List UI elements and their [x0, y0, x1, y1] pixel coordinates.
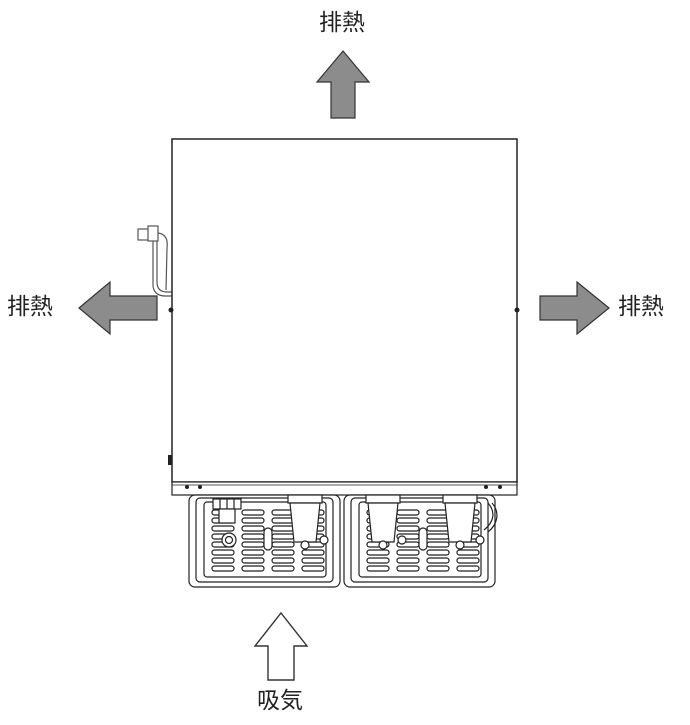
- exhaust-label-left: 排熱: [7, 294, 53, 320]
- grille-slot: [396, 549, 420, 556]
- grille-slot: [301, 549, 325, 556]
- grille-slot: [396, 557, 420, 564]
- grille-slot: [426, 565, 450, 572]
- grille-slot: [241, 549, 265, 556]
- grille-slot: [241, 525, 265, 532]
- power-cord: [137, 225, 172, 297]
- grille-slot: [211, 557, 235, 564]
- grille-slot: [366, 549, 390, 556]
- grille-slot: [426, 549, 450, 556]
- grille-slot: [426, 557, 450, 564]
- exhaust-arrow-left: [78, 280, 158, 336]
- drain-knob: [212, 498, 242, 548]
- grille-slot: [396, 517, 420, 524]
- exhaust-label-top: 排熱: [319, 10, 365, 36]
- grille-slot: [241, 565, 265, 572]
- grille-slot: [271, 557, 295, 564]
- grille-slot: [271, 565, 295, 572]
- grille-slot: [456, 557, 480, 564]
- dispense-valve-1: [287, 494, 329, 550]
- grille-slot: [366, 557, 390, 564]
- grille-slot: [301, 557, 325, 564]
- exhaust-label-right: 排熱: [618, 294, 664, 320]
- grille-slot: [241, 557, 265, 564]
- exhaust-arrow-top: [315, 50, 371, 119]
- grille-slot: [396, 565, 420, 572]
- dispense-valve-3: [442, 494, 498, 550]
- intake-arrow-bottom: [253, 611, 309, 681]
- grille-slot: [241, 517, 265, 524]
- grille-slot: [456, 549, 480, 556]
- exhaust-arrow-right: [539, 280, 610, 336]
- grille-slot: [211, 525, 235, 532]
- intake-label-bottom: 吸気: [257, 688, 303, 714]
- grille-center-slot: [263, 527, 273, 551]
- grille-slot: [241, 509, 265, 516]
- grille-slot: [301, 565, 325, 572]
- grille-slot: [366, 565, 390, 572]
- grille-slot: [396, 525, 420, 532]
- grille-slot: [456, 565, 480, 572]
- grille-slot: [271, 549, 295, 556]
- dispense-valve-2: [365, 494, 407, 550]
- grille-center-slot: [418, 527, 428, 551]
- grille-slot: [211, 549, 235, 556]
- grille-slot: [211, 565, 235, 572]
- machine-cabinet: [168, 138, 520, 496]
